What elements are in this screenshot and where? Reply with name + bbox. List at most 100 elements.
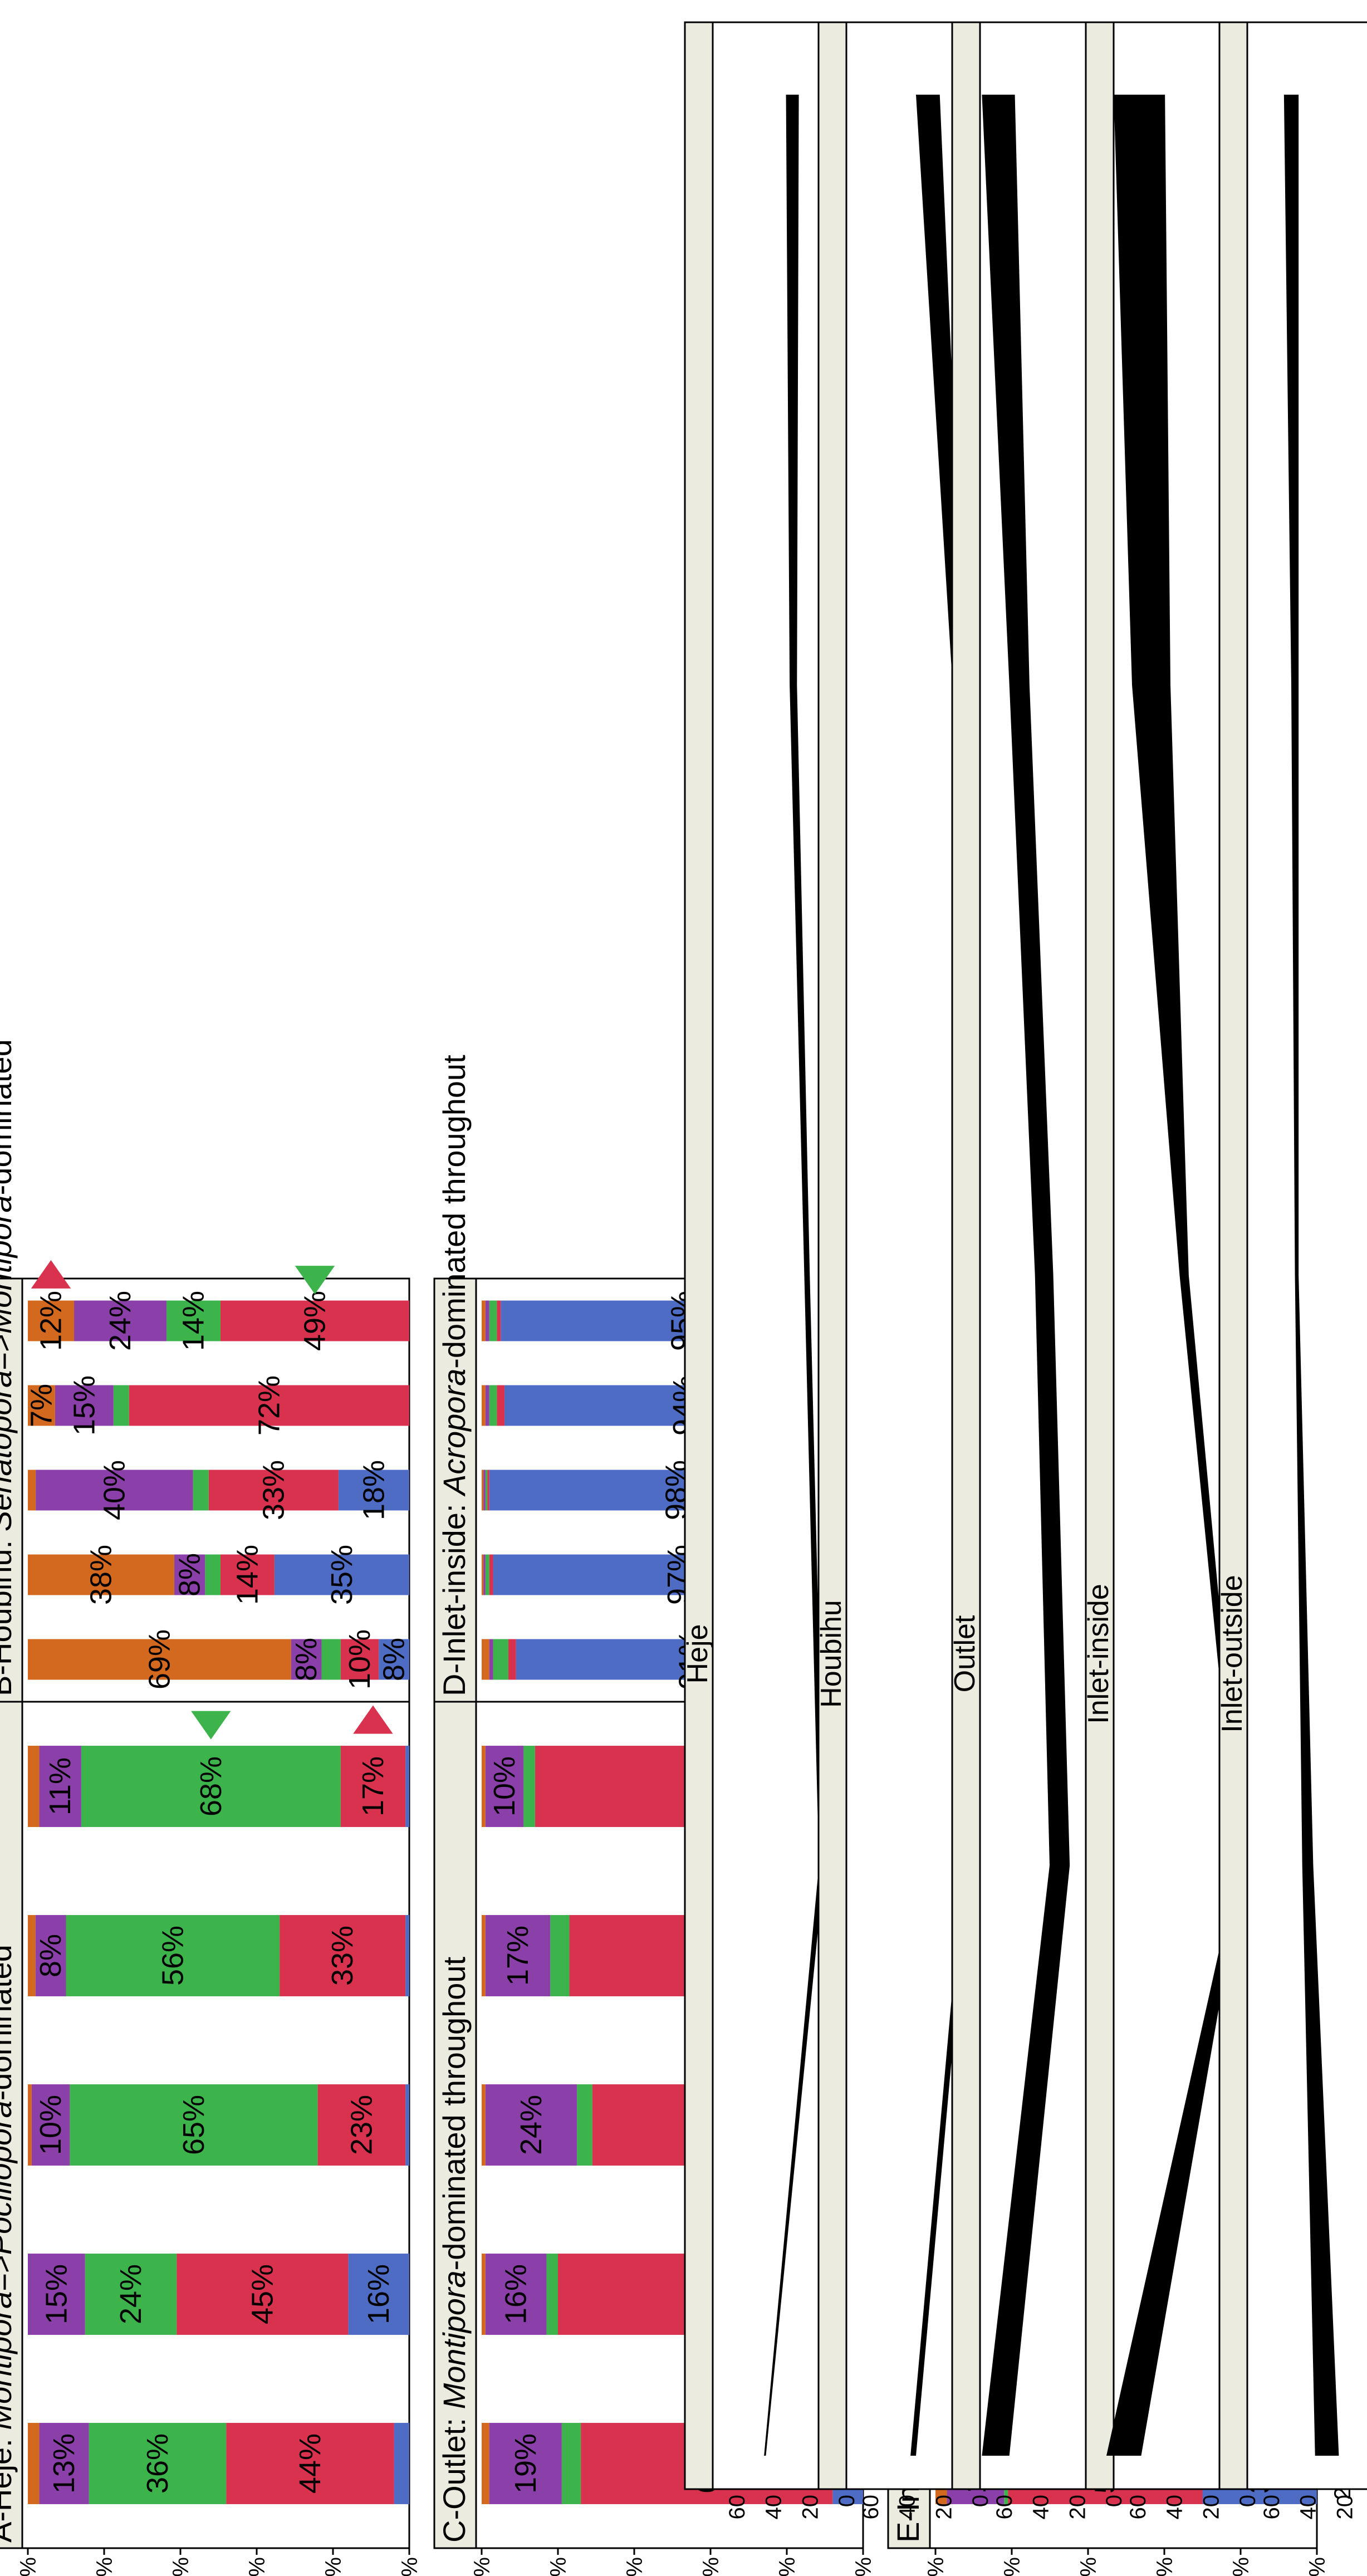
area-y-tick-label: 60 <box>859 2495 883 2520</box>
bar-segment-montipora <box>340 1639 379 1680</box>
y-tick-label: 100% <box>470 2557 494 2576</box>
decrease-marker-icon <box>31 1260 71 1289</box>
bar-segment-montipora <box>497 1385 505 1426</box>
y-tick-label: 80% <box>1000 2557 1025 2576</box>
panel-title-part: -dominated throughout <box>437 1956 472 2270</box>
bar-label: 16% <box>362 2264 395 2324</box>
area-y-tick-label: 20 <box>1332 2495 1357 2520</box>
bar-label: 17% <box>356 1756 390 1816</box>
bar-segment-montipora <box>487 1470 489 1511</box>
bar-segment-acropora <box>405 2084 410 2166</box>
bar-segment-favites <box>489 1639 493 1680</box>
bar-segment-pocillopora <box>193 1470 209 1511</box>
bar-segment-montipora <box>317 2084 406 2166</box>
area-y-tick-label: 40 <box>1029 2495 1054 2520</box>
bar-segment-montipora <box>208 1470 339 1511</box>
bar-label: 10% <box>488 1756 521 1816</box>
panel-title-part: -dominated <box>0 1945 18 2100</box>
bar-label: 45% <box>246 2264 279 2324</box>
bar-label: 17% <box>501 1926 535 1986</box>
panel-title-part: => <box>0 2255 18 2291</box>
bar-segment-favites <box>35 1915 66 1996</box>
panel-title-part: Montipora <box>0 1195 18 1334</box>
y-tick-label: 60% <box>623 2557 647 2576</box>
bar-segment-favites <box>28 2254 85 2335</box>
bar-label: 16% <box>499 2264 533 2324</box>
panel-title-part: -dominated <box>0 1039 18 1195</box>
bar-segment-seriatopora <box>28 1470 36 1511</box>
bar-segment-acropora <box>348 2254 410 2335</box>
bar-label: 8% <box>34 1934 67 1977</box>
bar-label: 24% <box>114 2264 148 2324</box>
panel-F: HejeF0204060 <box>682 21 864 2520</box>
panel-title-part: D-Inlet-inside: <box>437 1495 472 1696</box>
panel-title-part: B-Houbihu: <box>0 1531 18 1696</box>
bar-segment-favites <box>485 2254 547 2335</box>
bar-label: 49% <box>298 1291 331 1351</box>
bar-segment-seriatopora <box>28 1300 75 1341</box>
bar-label: 19% <box>509 2433 542 2494</box>
bar-label: 38% <box>84 1545 117 1605</box>
bar-segment-seriatopora <box>28 1639 291 1680</box>
bar-segment-favites <box>485 1385 489 1426</box>
bar-segment-seriatopora <box>482 1385 486 1426</box>
y-tick-label: 20% <box>775 2557 800 2576</box>
area-y-tick-label: 40 <box>895 2495 920 2520</box>
panel-G: HoubihuG0204060 <box>815 21 998 2520</box>
bar-label: 12% <box>35 1291 68 1351</box>
bar-segment-montipora <box>220 1300 409 1341</box>
bar-label: 65% <box>177 2095 210 2155</box>
bar-segment-pocillopora <box>66 1915 280 1996</box>
panel-title-part: Montipora <box>437 2270 472 2409</box>
panel-title-part: Seriatopora <box>0 1370 18 1532</box>
bar-label: 44% <box>293 2433 327 2494</box>
y-tick-label: 40% <box>699 2557 723 2576</box>
panel-title-part: Pocillopora <box>0 2100 18 2255</box>
bar-segment-montipora <box>489 1554 493 1595</box>
bar-label: 68% <box>194 1756 228 1816</box>
y-tick-label: 60% <box>1076 2557 1101 2576</box>
bar-label: 8% <box>290 1638 323 1681</box>
bar-label: 15% <box>67 1375 101 1436</box>
panel-title-part: A-Heje: <box>0 2430 18 2543</box>
panel-title: A-Heje: Montipora=>Pocillopora-dominated <box>0 1945 18 2543</box>
cover-area <box>1106 95 1244 2456</box>
area-y-tick-label: 0 <box>1102 2495 1126 2507</box>
bar-label: 8% <box>173 1553 207 1596</box>
area-y-tick-label: 20 <box>932 2495 956 2520</box>
bar-label: 23% <box>345 2095 378 2155</box>
area-title-strip <box>1218 21 1248 2490</box>
area-y-tick-label: 60 <box>725 2495 749 2520</box>
bar-segment-acropora <box>405 1746 410 1827</box>
area-y-tick-label: 0 <box>1236 2495 1260 2507</box>
area-y-tick-label: 20 <box>1199 2495 1223 2520</box>
panel-title: D-Inlet-inside: Acropora-dominated throu… <box>437 1055 472 1696</box>
figure-rotated-group: A-Heje: Montipora=>Pocillopora-dominated… <box>0 21 1367 2576</box>
panel-title: C-Outlet: Montipora-dominated throughout <box>437 1956 472 2543</box>
area-y-tick-label: 20 <box>1065 2495 1090 2520</box>
cover-area <box>1283 95 1339 2456</box>
bar-segment-favites <box>39 1746 81 1827</box>
y-tick-label: 40% <box>245 2557 270 2576</box>
bar-segment-acropora <box>274 1554 409 1595</box>
area-y-tick-label: 40 <box>1163 2495 1187 2520</box>
bar-segment-favites <box>291 1639 322 1680</box>
bar-label: 13% <box>47 2433 81 2494</box>
bar-segment-seriatopora <box>28 1746 40 1827</box>
bar-segment-montipora <box>129 1385 410 1426</box>
area-y-tick-label: 0 <box>968 2495 993 2507</box>
bar-label: 33% <box>326 1926 359 1986</box>
bar-segment-favites <box>55 1385 114 1426</box>
bar-segment-favites <box>485 2084 577 2166</box>
area-title: Houbihu <box>815 1600 847 1708</box>
area-title: Outlet <box>949 1615 981 1692</box>
area-title-strip <box>684 21 714 2490</box>
bar-segment-pocillopora <box>546 2254 558 2335</box>
bar-label: 14% <box>177 1291 210 1351</box>
bar-segment-pocillopora <box>489 1300 497 1341</box>
bar-segment-seriatopora <box>28 2423 40 2504</box>
y-tick-label: 100% <box>924 2557 948 2576</box>
bar-segment-seriatopora <box>482 1746 486 1827</box>
bar-segment-montipora <box>497 1300 501 1341</box>
